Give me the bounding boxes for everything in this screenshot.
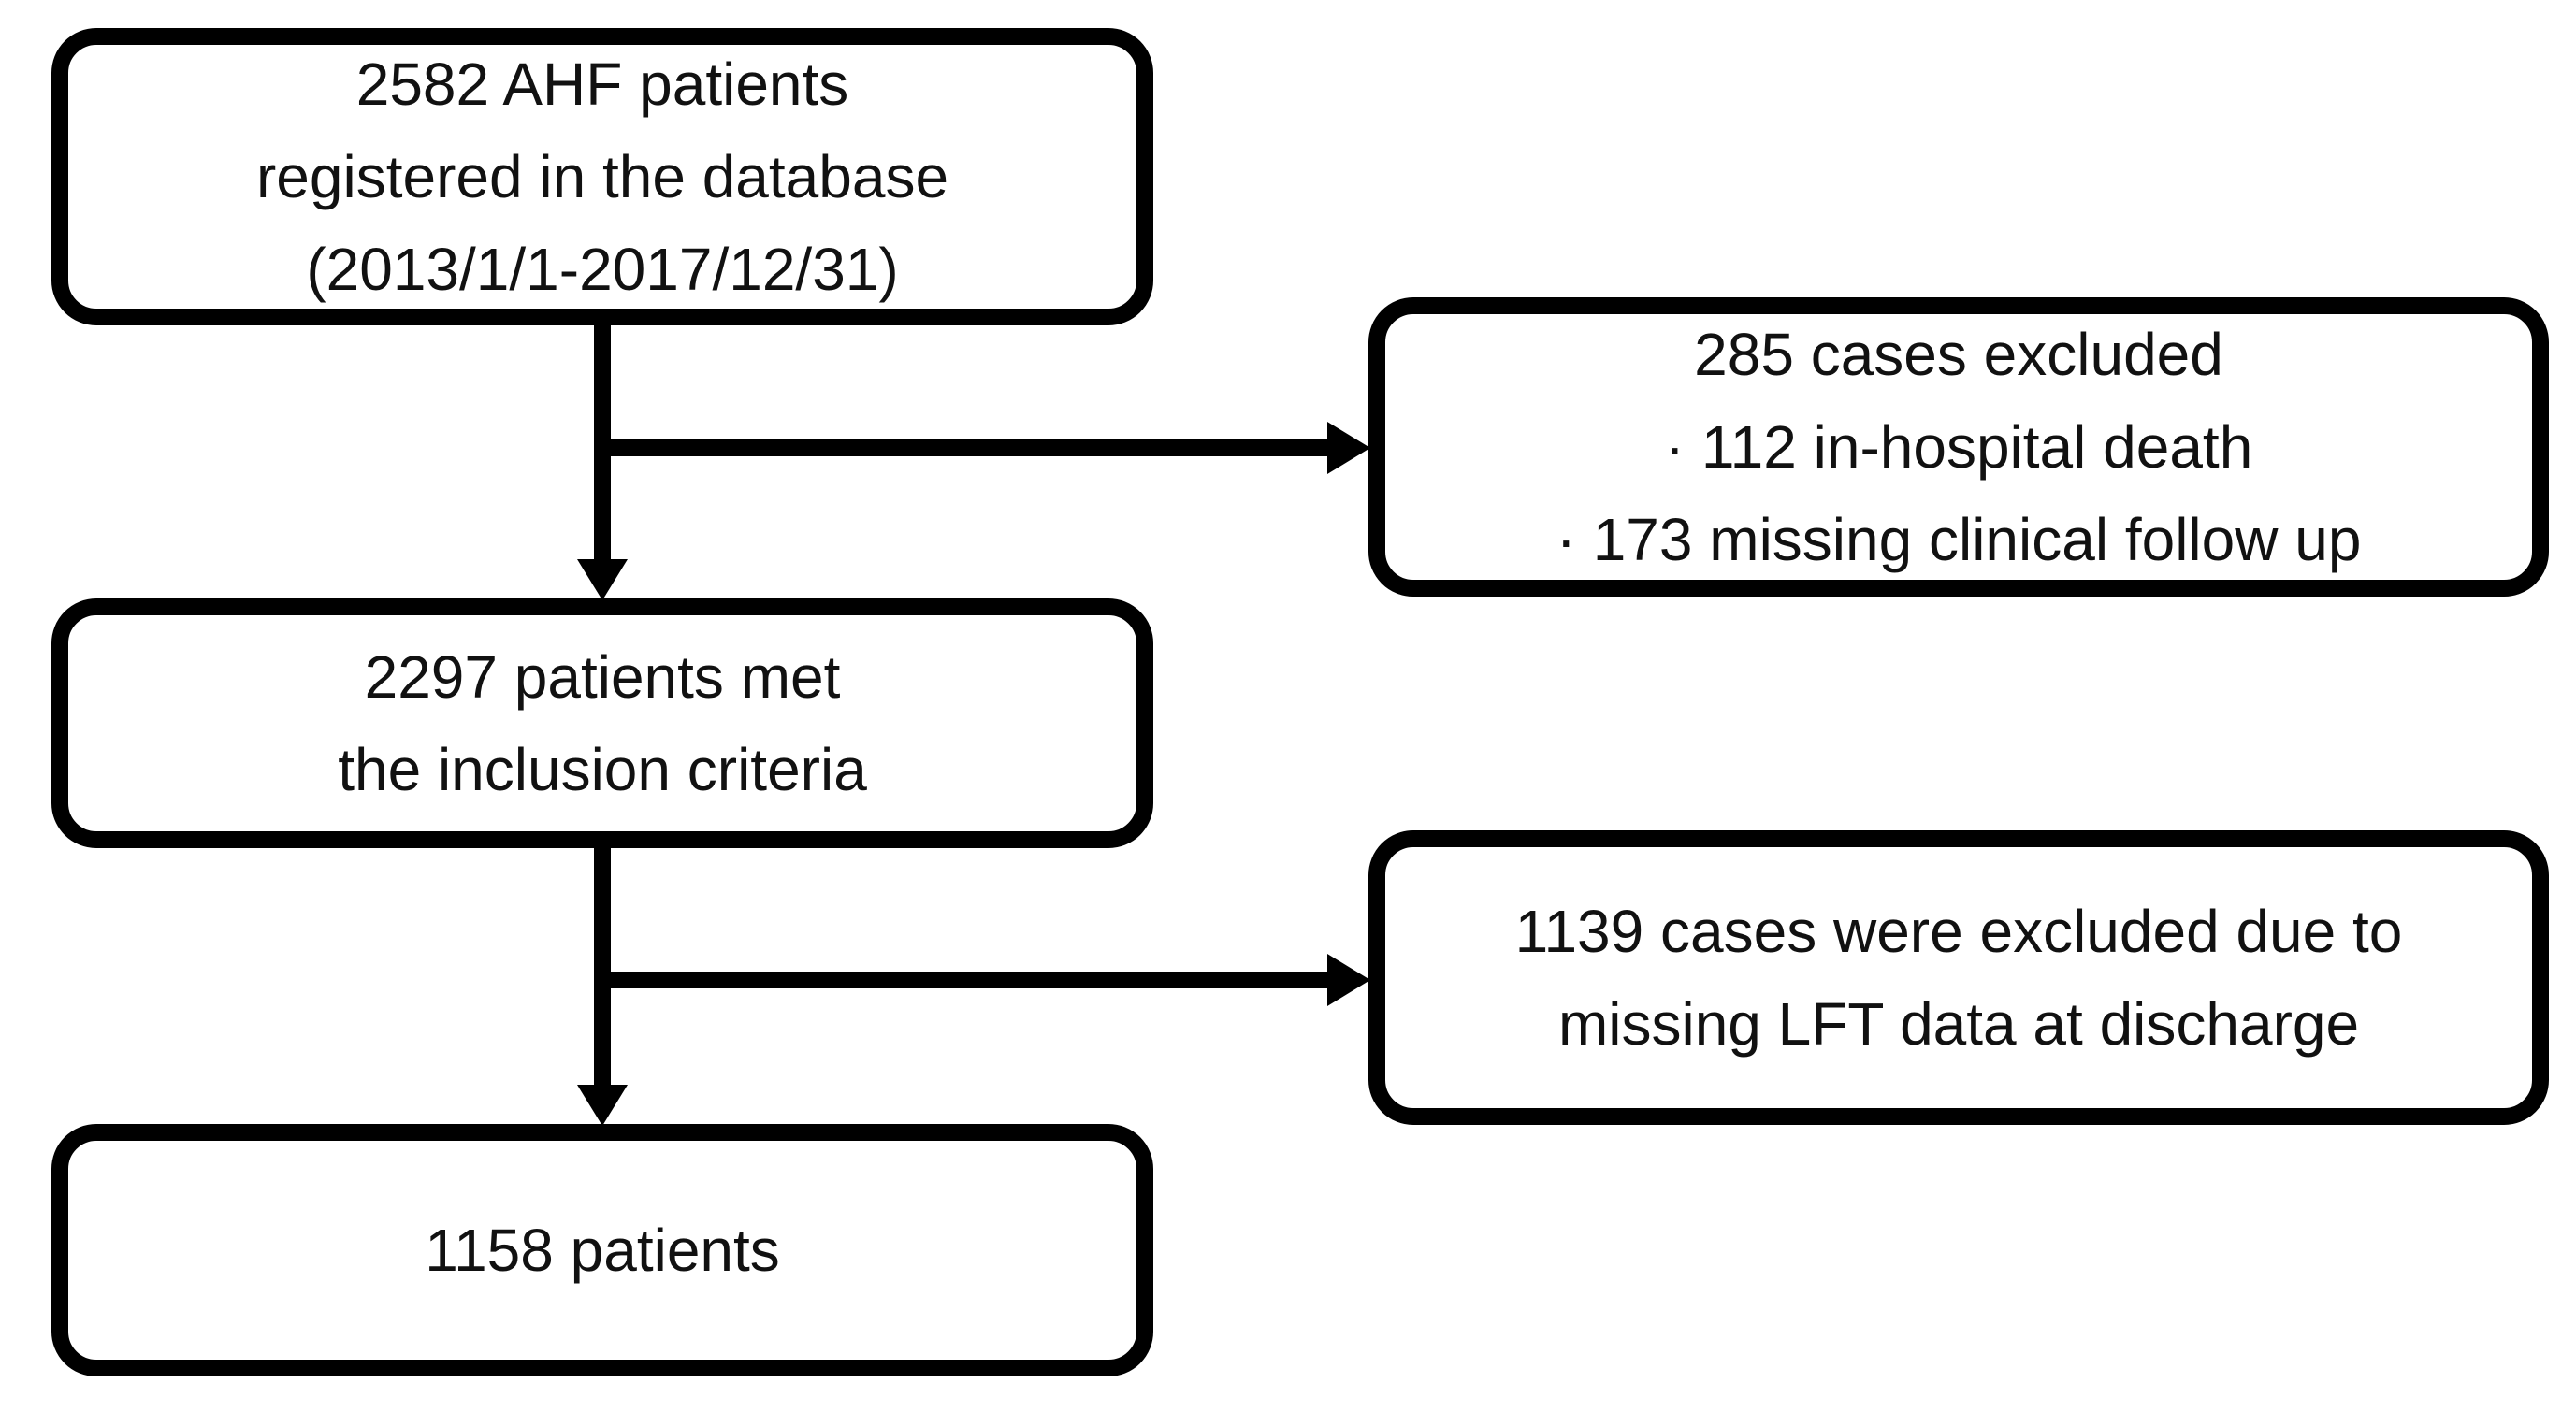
box-text-line: the inclusion criteria — [338, 735, 867, 803]
arrow-right-icon — [1327, 954, 1370, 1006]
arrow-branch-to-excluded2-shaft — [594, 972, 1327, 988]
box-excluded-cases-second: 1139 cases were excluded due to missing … — [1368, 830, 2549, 1125]
arrow-down-icon — [577, 1085, 628, 1126]
arrow-down-icon — [577, 559, 628, 600]
box-excluded-cases-first: 285 cases excluded · 112 in-hospital dea… — [1368, 297, 2549, 597]
box-text-line: 1158 patients — [425, 1216, 780, 1284]
box-text-line: 1139 cases were excluded due to — [1514, 897, 2403, 965]
arrow-inclusion-to-final-shaft — [594, 846, 611, 1087]
box-inclusion-criteria: 2297 patients met the inclusion criteria — [51, 598, 1153, 848]
box-text-line: 285 cases excluded — [1694, 320, 2223, 388]
box-text-line: missing LFT data at discharge — [1557, 989, 2360, 1058]
box-text-line: · 112 in-hospital death — [1664, 412, 2253, 481]
arrow-branch-to-excluded1-shaft — [594, 439, 1327, 456]
box-text-line: · 173 missing clinical follow up — [1556, 505, 2362, 573]
box-text-line: (2013/1/1-2017/12/31) — [306, 235, 899, 303]
arrow-right-icon — [1327, 422, 1370, 474]
box-text-line: registered in the database — [255, 142, 949, 210]
box-final-patients: 1158 patients — [51, 1124, 1153, 1376]
box-registered-patients: 2582 AHF patients registered in the data… — [51, 28, 1153, 325]
box-text-line: 2297 patients met — [364, 642, 841, 711]
box-text-line: 2582 AHF patients — [355, 50, 849, 118]
